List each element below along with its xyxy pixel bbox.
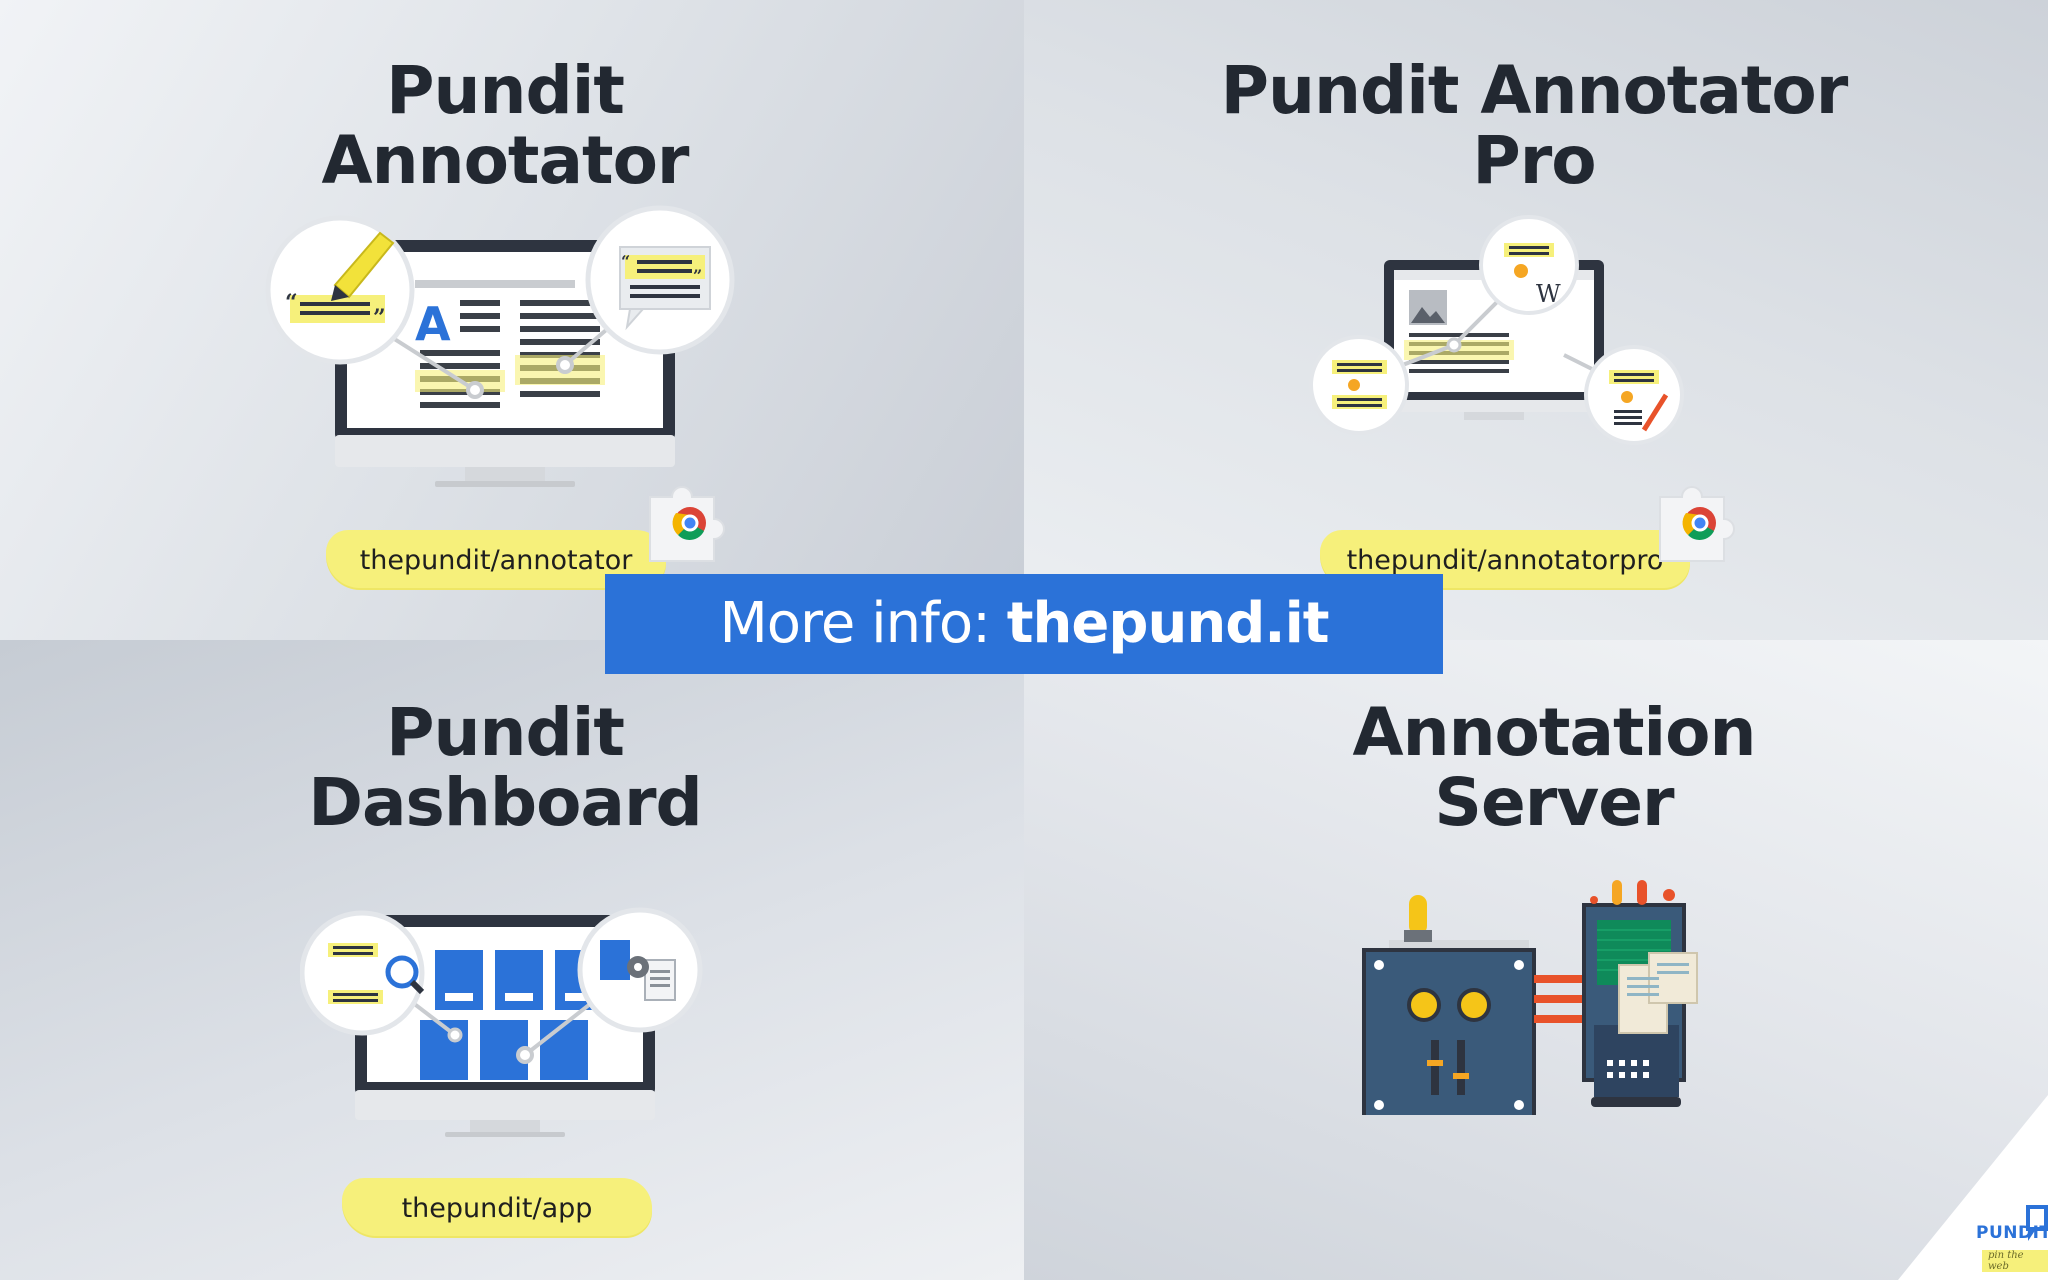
server-title-line1: Annotation [1352,694,1757,771]
dashboard-monitor-illustration [300,907,703,1137]
dashboard-title-line1: Pundit [386,694,625,771]
dashboard-url-link[interactable]: thepundit/app [342,1178,652,1236]
server-title: Annotation Server [1304,698,1804,838]
svg-text:A: A [415,297,451,351]
server-title-line2: Server [1434,764,1674,841]
svg-text:”: ” [693,266,702,285]
wikipedia-glyph: W [1536,280,1561,308]
dashboard-title: Pundit Dashboard [270,698,740,838]
pundit-pin-icon [2026,1205,2048,1241]
svg-text:“: “ [285,290,298,316]
annotator-pro-title: Pundit Annotator Pro [1194,56,1874,196]
annotator-pro-title-line2: Pro [1472,122,1596,199]
annotator-monitor-illustration: A “ ” “ [265,205,735,487]
quadrant-pundit-annotator: Pundit Annotator A “ [0,0,1024,640]
pundit-logo-corner[interactable]: PUNDIT pin the web [1898,1095,2048,1280]
quadrant-annotation-server: Annotation Server [1024,640,2048,1280]
pundit-logo-tagline: pin the web [1982,1250,2048,1272]
dashboard-title-line2: Dashboard [308,764,703,841]
server-machine-illustration [1362,880,1698,1115]
annotator-title-line2: Annotator [321,122,690,199]
annotator-pro-laptop-illustration: W [1309,215,1684,445]
chrome-extension-puzzle-icon[interactable] [1650,475,1746,565]
more-info-banner[interactable]: More info: thepund.it [605,574,1443,674]
banner-prefix: More info: [719,591,1007,656]
svg-text:“: “ [621,252,630,271]
svg-text:”: ” [373,305,386,331]
annotator-pro-title-line1: Pundit Annotator [1220,52,1849,129]
quadrant-pundit-dashboard: Pundit Dashboard [0,640,1024,1280]
chrome-extension-puzzle-icon[interactable] [640,475,736,565]
banner-link[interactable]: thepund.it [1006,591,1330,656]
corner-triangle [1898,1095,2048,1280]
annotator-title-line1: Pundit [386,52,625,129]
annotator-title: Pundit Annotator [270,56,740,196]
quadrant-pundit-annotator-pro: Pundit Annotator Pro W [1024,0,2048,640]
annotator-url-link[interactable]: thepundit/annotator [326,530,666,588]
